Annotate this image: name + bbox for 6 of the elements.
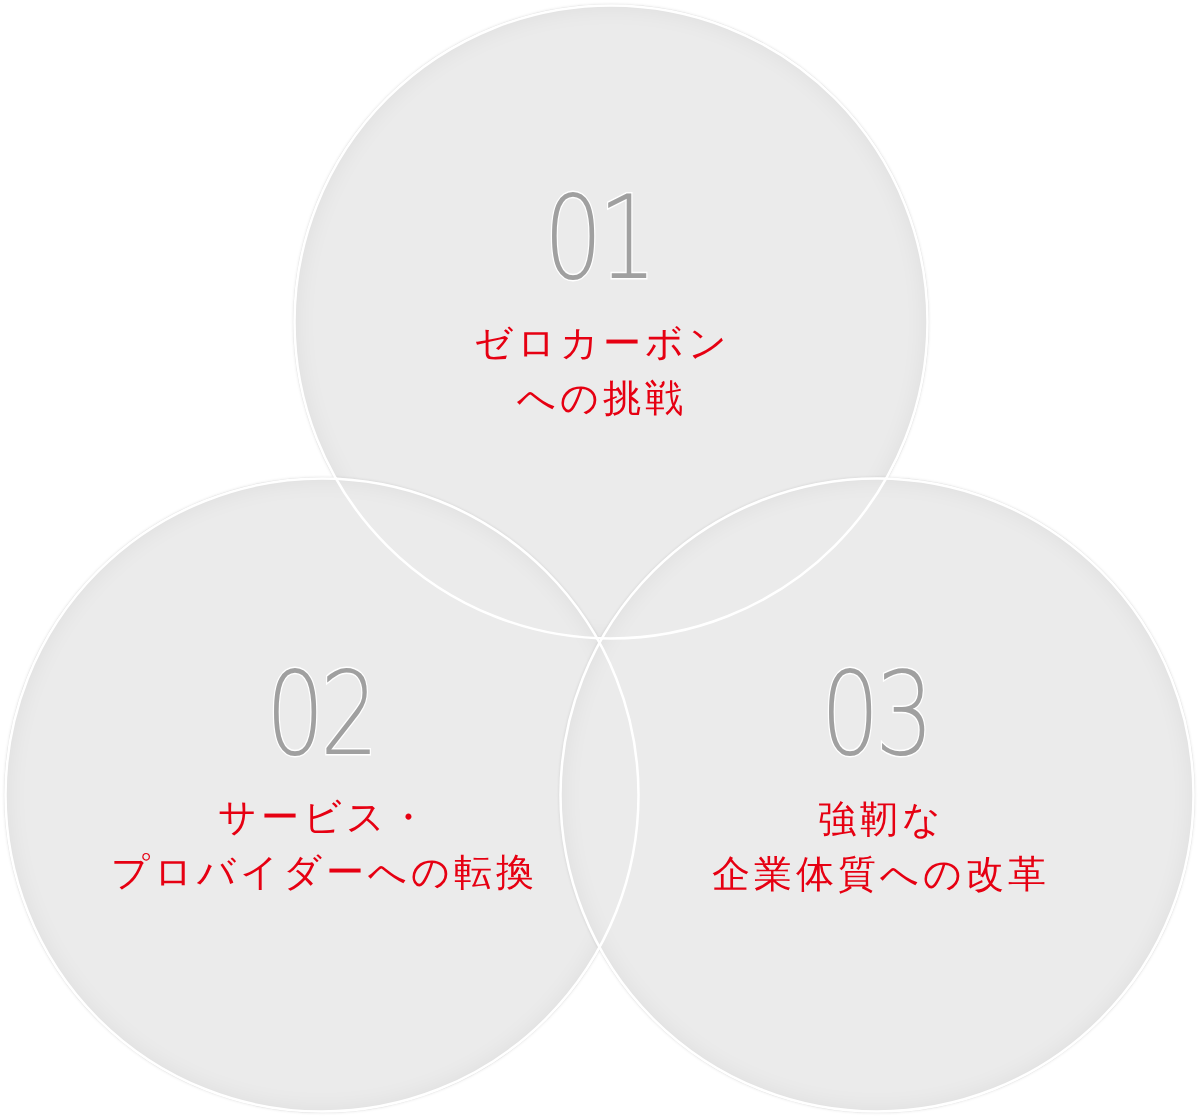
circle-title: 強靭な企業体質への改革 (711, 796, 1050, 898)
step-number: 01 (543, 180, 653, 296)
circle-title: ゼロカーボンへの挑戦 (472, 320, 731, 422)
step-number: 03 (820, 656, 930, 772)
step-number: 02 (265, 656, 375, 772)
circle-title: サービス・プロバイダーへの転換 (109, 794, 538, 896)
